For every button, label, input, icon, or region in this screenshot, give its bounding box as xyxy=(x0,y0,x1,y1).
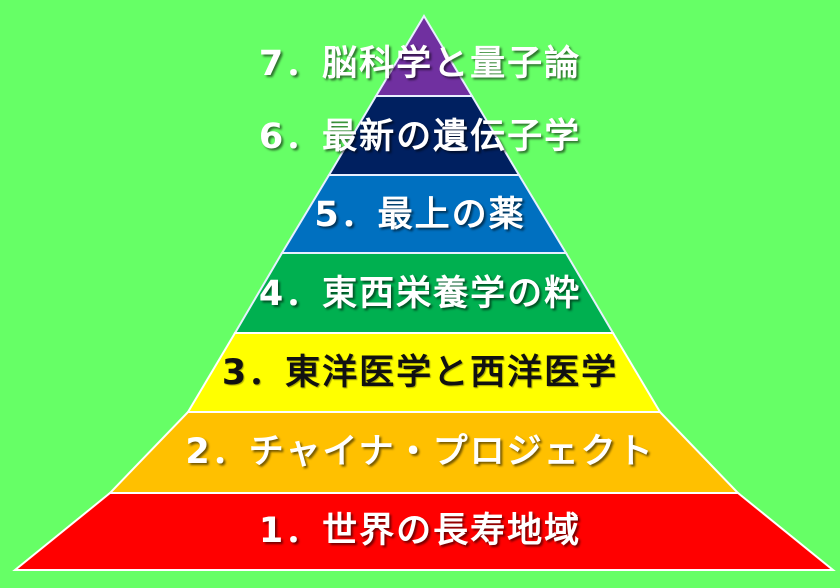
layer-2-label: 2．チャイナ・プロジェクト xyxy=(185,432,655,472)
layer-1-label: 1．世界の長寿地域 xyxy=(258,511,582,551)
layer-3-label: 3．東洋医学と西洋医学 xyxy=(221,353,619,393)
layer-5-label: 5．最上の薬 xyxy=(314,195,526,235)
layer-6-label: 6．最新の遺伝子学 xyxy=(258,117,582,157)
layer-1-shape xyxy=(12,492,836,571)
layer-7-label: 7．脳科学と量子論 xyxy=(258,44,582,84)
layer-4-label: 4．東西栄養学の粋 xyxy=(258,274,582,314)
